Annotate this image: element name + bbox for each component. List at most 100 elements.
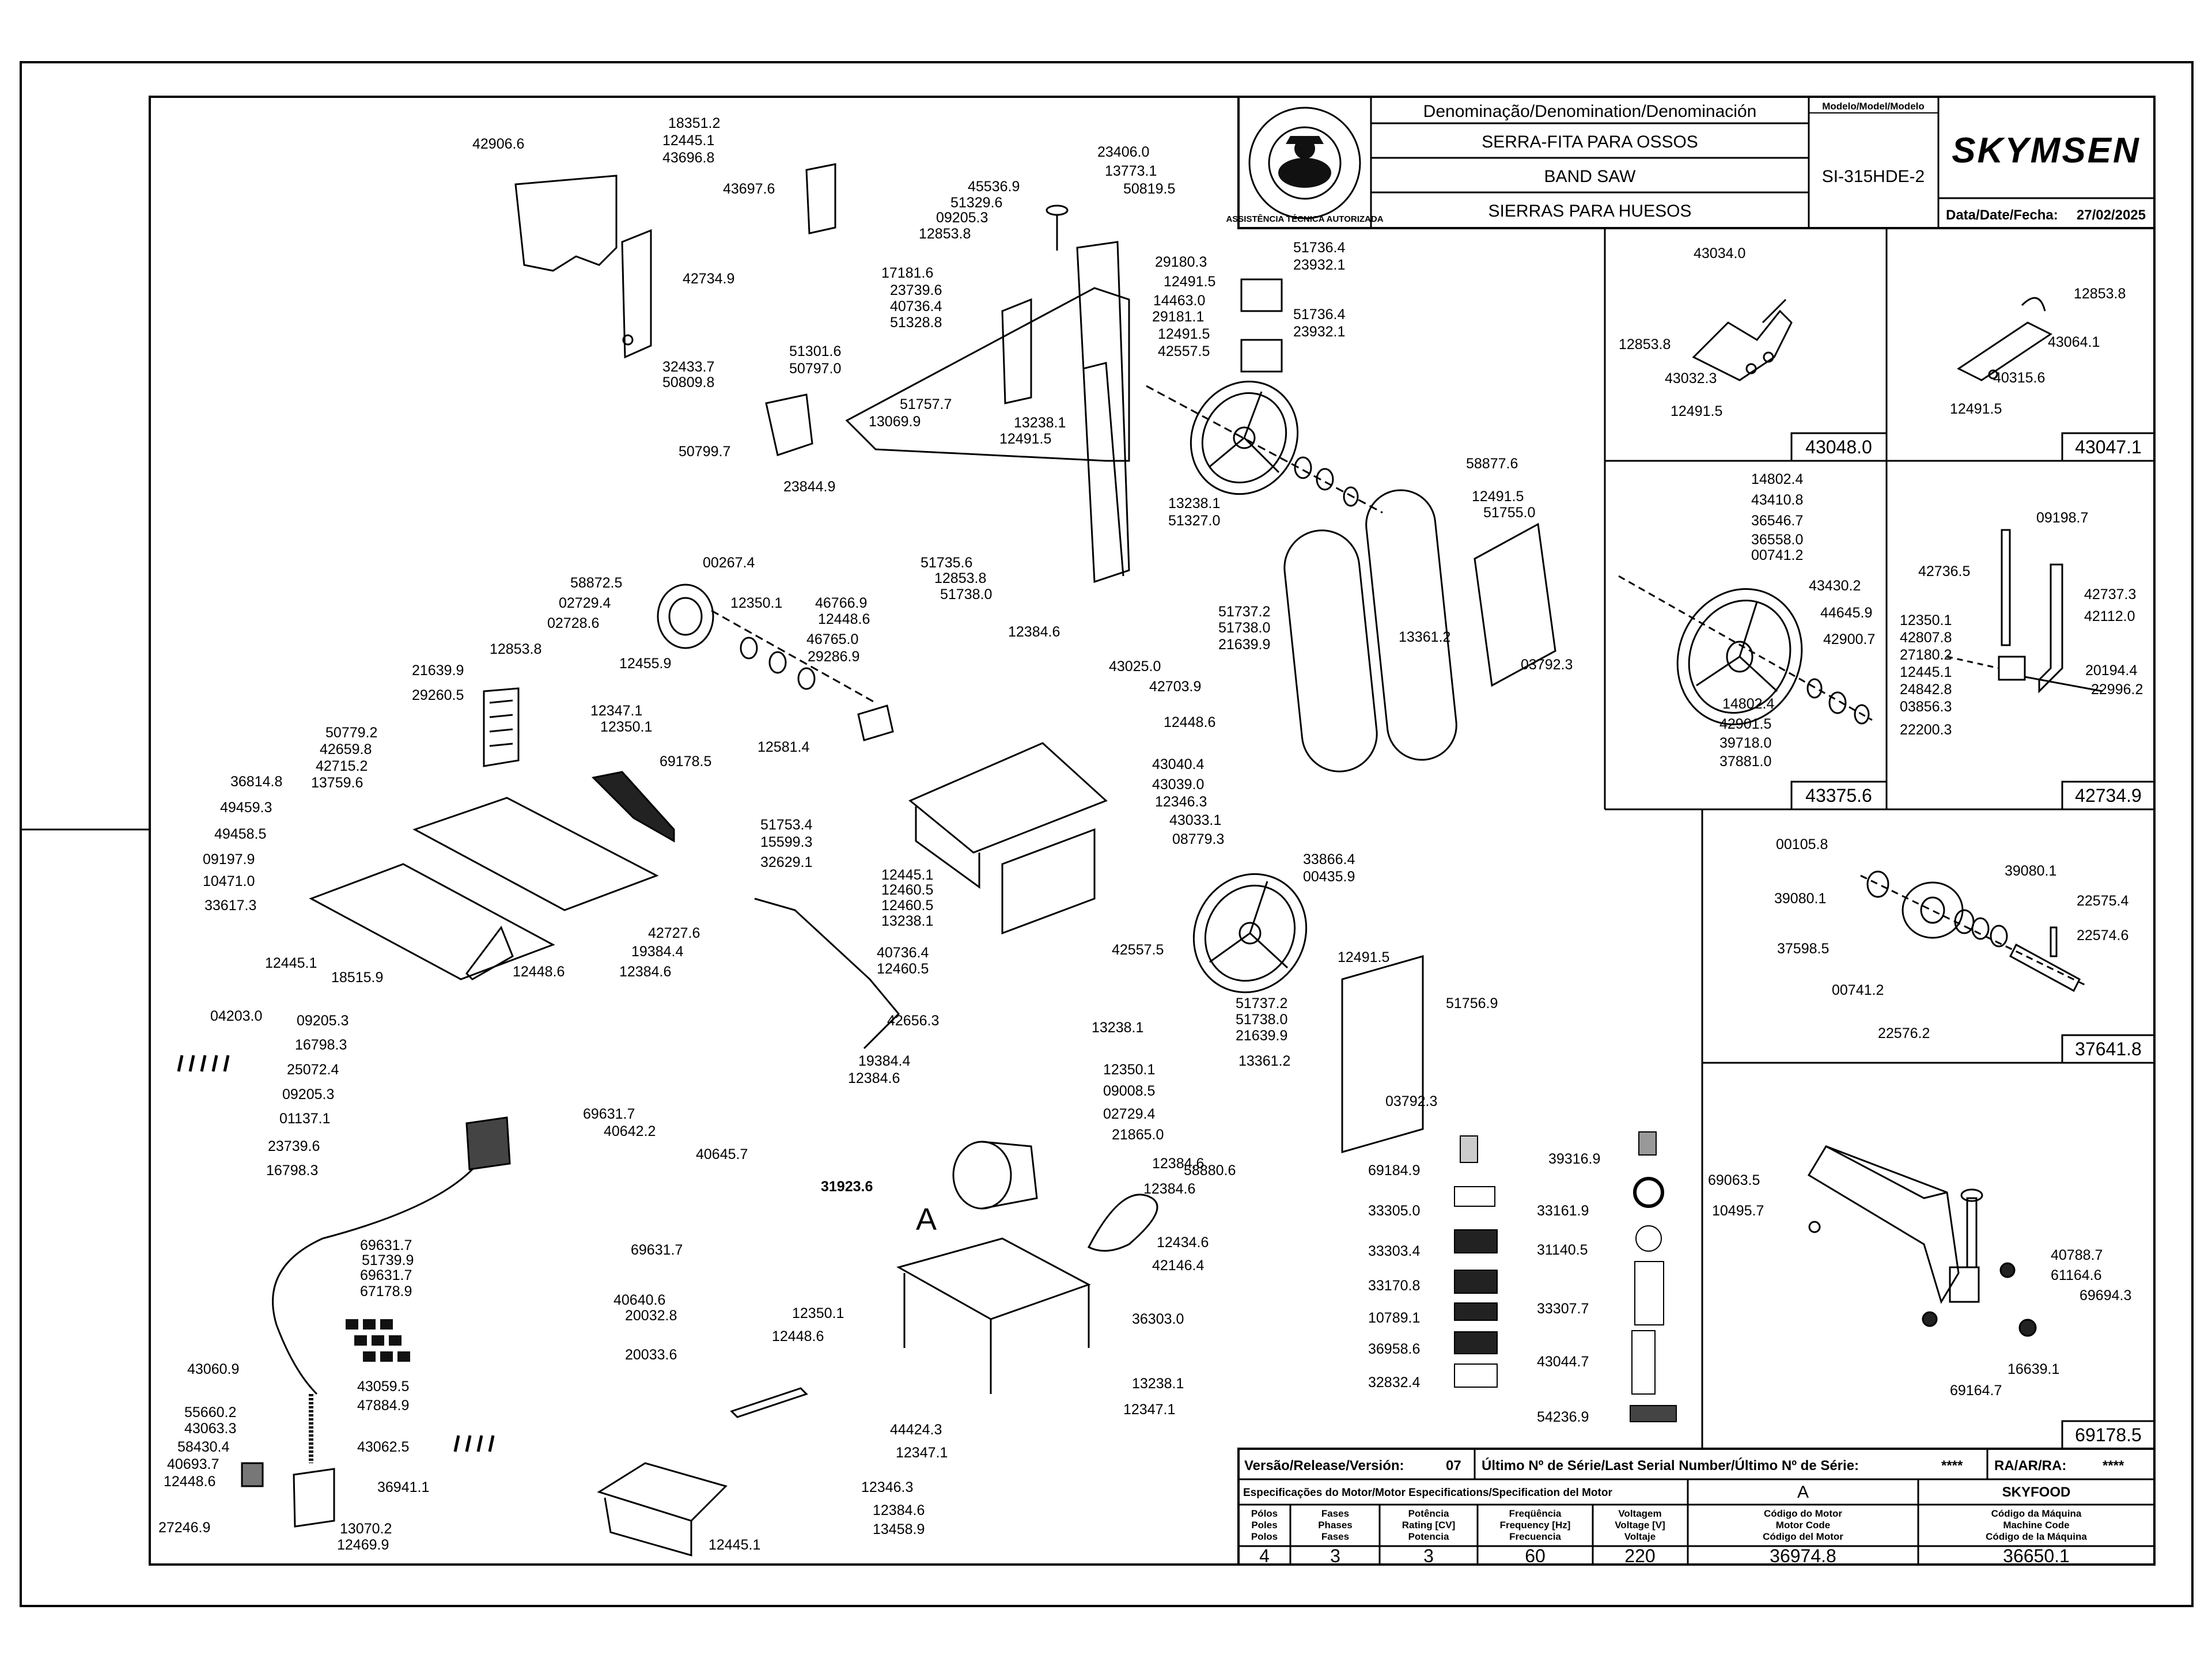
part-label: 43040.4 [1152,756,1204,772]
part-label: 42727.6 [648,925,700,941]
part-label: 20033.6 [625,1347,677,1363]
part-label: Polos [1251,1531,1278,1542]
part-label: 16798.3 [266,1162,318,1179]
part-label: 14802.4 [1751,471,1803,487]
part-label: 32433.7 [662,359,714,375]
denomination-header: Denominação/Denomination/Denominación [1423,102,1757,121]
part-label: 12346.3 [861,1479,913,1495]
sticker-label: 33161.9 [1537,1203,1589,1219]
part-label: Voltagem [1618,1508,1661,1519]
part-label: 43697.6 [723,181,775,197]
name-es: SIERRAS PARA HUESOS [1488,202,1692,221]
part-label: 50799.7 [679,444,730,460]
part-label: 18351.2 [668,115,720,131]
outer-border [20,61,2194,1607]
part-label: 23844.9 [783,479,835,495]
part-label: 55660.2 [184,1404,236,1421]
part-label: 19384.4 [858,1053,910,1069]
part-label: 51737.2 [1236,995,1287,1012]
part-label: 32629.1 [760,854,812,870]
part-label: 44645.9 [1820,605,1872,621]
subassembly-code-43047: 43047.1 [2075,437,2142,457]
part-label: 50819.5 [1123,181,1175,197]
sticker-label: 33305.0 [1368,1203,1420,1219]
part-label: 22996.2 [2091,681,2143,698]
part-label: 36814.8 [230,774,282,790]
part-label: Potência [1408,1508,1449,1519]
part-label: 12455.9 [619,656,671,672]
part-label: 22575.4 [2077,893,2128,909]
part-label: 40736.4 [877,945,929,961]
part-label: 43062.5 [357,1439,409,1455]
part-label: 12384.6 [1152,1156,1204,1172]
part-label: 51753.4 [760,817,812,833]
sticker-label: 54236.9 [1537,1409,1589,1425]
spec-col-frequency: Freqüência Frequency [Hz] Frecuencia 60 [1500,1508,1571,1566]
part-label: Motor Code [1776,1520,1830,1531]
part-label: 23406.0 [1097,144,1149,160]
part-label: 02729.4 [559,595,611,611]
part-label: 12350.1 [600,719,652,735]
sticker-label: 33307.7 [1537,1301,1589,1317]
part-label: 51736.4 [1293,306,1345,323]
part-label: 23932.1 [1293,257,1345,273]
ra-value: **** [2103,1458,2124,1474]
part-label: 09008.5 [1103,1083,1155,1099]
sticker-label: 32832.4 [1368,1374,1420,1391]
part-label: 29181.1 [1152,309,1204,325]
date-value: 27/02/2025 [2077,207,2146,223]
part-label: 03792.3 [1521,657,1573,673]
spec-col-machine-code: Código da Máquina Machine Code Código de… [1986,1508,2087,1566]
model-header: Modelo/Model/Modelo [1822,101,1925,112]
subassembly-code-43375: 43375.6 [1805,785,1872,806]
part-label: 42736.5 [1918,563,1970,579]
part-label: 12491.5 [1472,488,1524,505]
part-label: 42737.3 [2084,586,2136,603]
part-label: 42807.8 [1900,630,1952,646]
bracket-assembly-43048 [1692,298,1793,381]
part-label: 12445.1 [709,1537,760,1553]
subassembly-code-42734: 42734.9 [2075,785,2142,806]
part-label: 43410.8 [1751,492,1803,508]
part-label: 42901.5 [1719,716,1771,732]
part-label: 51328.8 [890,315,942,331]
part-label: 12491.5 [999,431,1051,447]
part-label: 00267.4 [703,555,755,571]
part-label: Frecuencia [1509,1531,1561,1542]
version-label: Versão/Release/Versión: [1244,1458,1404,1474]
part-label: 12384.6 [1143,1181,1195,1197]
sticker-label: 10789.1 [1368,1310,1420,1326]
part-label: 16798.3 [295,1037,347,1053]
authorized-service-seal: ASSISTÊNCIA TÉCNICA AUTORIZADA [1226,107,1384,224]
part-label: 33617.3 [204,897,256,914]
part-label: 12491.5 [1671,403,1722,419]
part-label: 00741.2 [1751,547,1803,563]
part-label: 50779.2 [325,725,377,741]
part-label: 51757.7 [900,396,952,412]
blade-guard-69178 [1807,1145,2037,1337]
part-label: Pólos [1251,1508,1278,1519]
inner-border [149,96,2156,1566]
part-label: 12384.6 [873,1502,925,1518]
wheel-assembly-43375 [1618,575,1873,725]
part-label: 12853.8 [2074,286,2126,302]
part-label: 49458.5 [214,826,266,842]
part-label: 50797.0 [789,361,841,377]
part-label: 43032.3 [1665,370,1717,387]
sticker-label: 31140.5 [1537,1242,1588,1258]
part-label: 09205.3 [936,210,988,226]
part-label: 12434.6 [1157,1234,1209,1251]
part-label: 51738.0 [1236,1012,1287,1028]
part-label: 12350.1 [730,595,782,611]
part-label: 16639.1 [2008,1361,2059,1377]
part-label: 03856.3 [1900,699,1952,715]
part-label: 29286.9 [808,649,859,665]
serial-label: Último Nº de Série/Last Serial Number/Úl… [1482,1457,1859,1474]
part-label: 51738.0 [1218,620,1270,636]
part-label: 46765.0 [806,631,858,647]
part-label: 12384.6 [619,964,671,980]
part-label: 03792.3 [1385,1093,1437,1109]
part-label: 22574.6 [2077,927,2128,944]
part-label: 50809.8 [662,374,714,391]
subassembly-code-69178: 69178.5 [2075,1425,2142,1445]
